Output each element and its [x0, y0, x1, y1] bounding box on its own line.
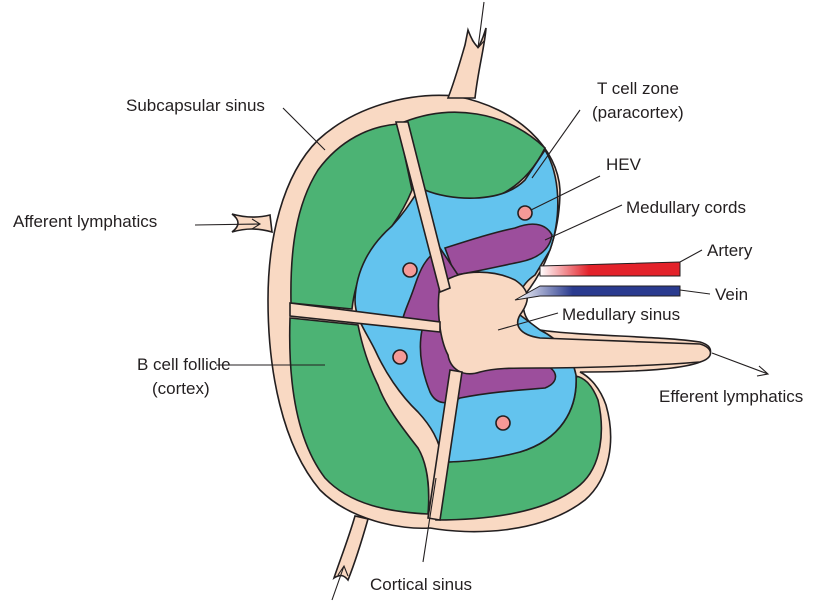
label-t-cell-zone: T cell zone: [597, 79, 679, 98]
label-cortex: (cortex): [152, 379, 210, 398]
hev-dot-3: [393, 350, 407, 364]
label-medullary-cords: Medullary cords: [626, 198, 746, 217]
hev-dot-2: [403, 263, 417, 277]
leader-artery: [680, 250, 702, 262]
afferent-vessel-left: [232, 214, 272, 232]
label-vein: Vein: [715, 285, 748, 304]
leader-vein: [680, 290, 710, 294]
afferent-vessel-top: [448, 28, 486, 98]
arrow-efferent: [712, 353, 768, 376]
hev-dot-4: [496, 416, 510, 430]
label-subcapsular-sinus: Subcapsular sinus: [126, 96, 265, 115]
label-hev: HEV: [606, 155, 642, 174]
arrow-bottom: [332, 566, 348, 600]
leader-subcapsular: [283, 108, 325, 150]
afferent-vessel-bottom: [334, 516, 368, 580]
label-cortical-sinus: Cortical sinus: [370, 575, 472, 594]
vein-vessel: [515, 286, 680, 300]
label-b-cell-follicle: B cell follicle: [137, 355, 231, 374]
label-afferent-lymphatics: Afferent lymphatics: [13, 212, 157, 231]
label-paracortex: (paracortex): [592, 103, 684, 122]
hev-dot-1: [518, 206, 532, 220]
label-medullary-sinus: Medullary sinus: [562, 305, 680, 324]
label-artery: Artery: [707, 241, 753, 260]
label-efferent-lymphatics: Efferent lymphatics: [659, 387, 803, 406]
artery-vessel: [540, 262, 680, 276]
